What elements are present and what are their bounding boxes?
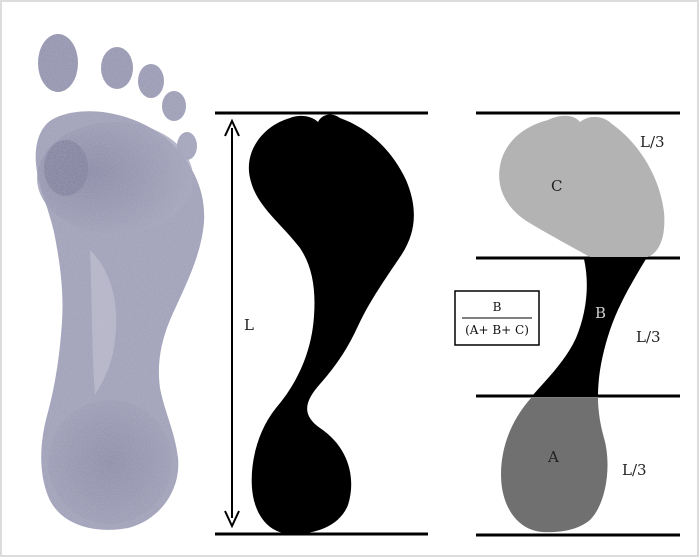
- formula-denominator: (A+ B+ C): [465, 323, 529, 337]
- region-a-label: A: [547, 448, 559, 466]
- third-label-middle: L/3: [636, 328, 661, 346]
- formula-numerator: B: [493, 300, 502, 314]
- arch-index-formula: B (A+ B+ C): [455, 291, 539, 345]
- region-c-label: C: [551, 177, 562, 195]
- third-label-top: L/3: [640, 133, 665, 151]
- third-label-bottom: L/3: [622, 461, 647, 479]
- ball-dark-spot: [44, 140, 88, 196]
- heel-shade: [48, 400, 172, 524]
- toe-second: [101, 47, 133, 89]
- toe-big: [38, 34, 78, 92]
- toe-fourth: [162, 91, 186, 121]
- length-label: L: [244, 316, 254, 334]
- region-b-label: B: [595, 304, 606, 322]
- toe-third: [138, 64, 164, 98]
